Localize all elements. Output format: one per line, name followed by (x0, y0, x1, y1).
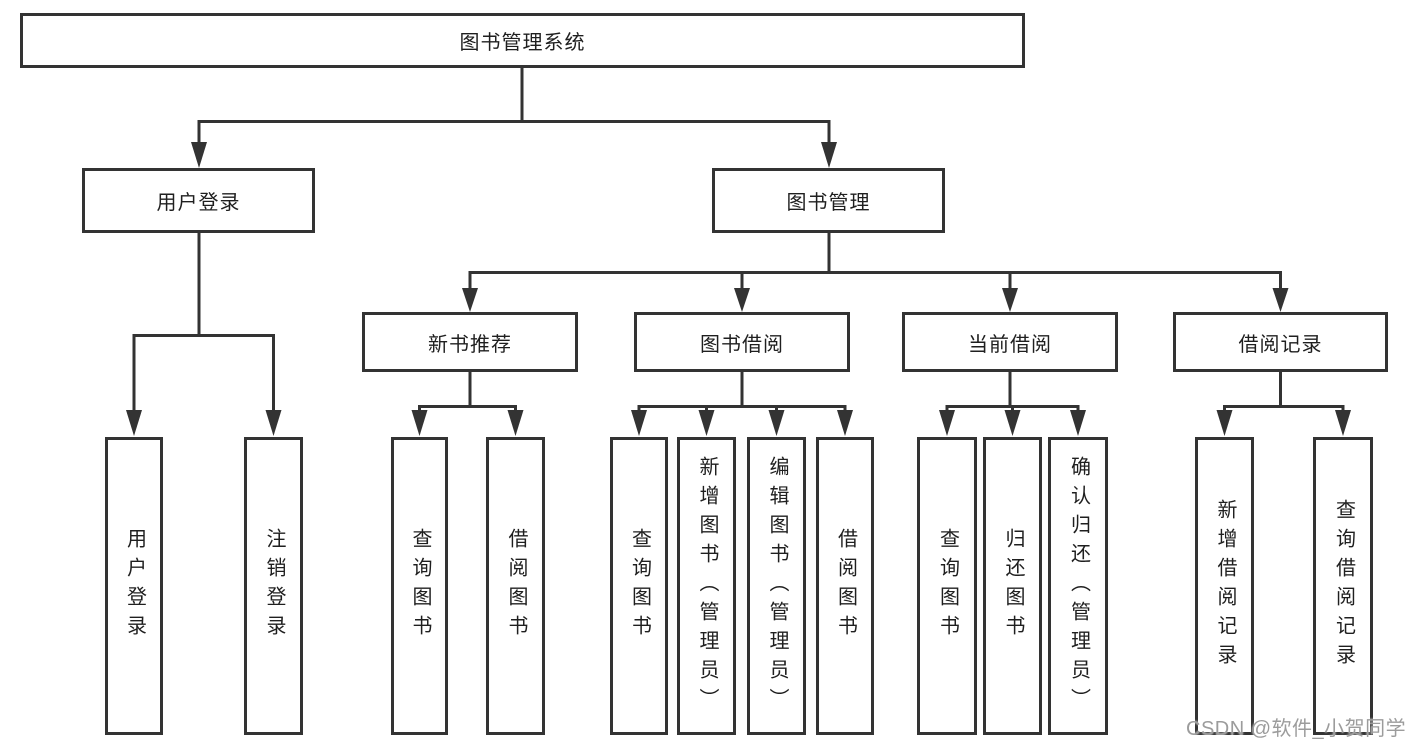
leaf-add-borrow-record: 新增借阅记录 (1195, 437, 1254, 735)
node-current-borrow: 当前借阅 (902, 312, 1118, 372)
leaf-add-book-admin-label: 新增图书（管理员） (696, 455, 718, 717)
node-root-label: 图书管理系统 (459, 32, 586, 54)
node-borrow-records: 借阅记录 (1173, 312, 1388, 372)
leaf-borrow-book: 借阅图书 (816, 437, 874, 735)
leaf-edit-book-admin-label: 编辑图书（管理员） (766, 455, 788, 717)
node-root-system: 图书管理系统 (20, 13, 1025, 68)
csdn-watermark: CSDN @软件_小贺同学 (1186, 718, 1405, 740)
leaf-add-book-admin: 新增图书（管理员） (677, 437, 736, 735)
node-book-management: 图书管理 (712, 168, 945, 233)
leaf-logout-label: 注销登录 (263, 528, 285, 644)
node-book-borrow: 图书借阅 (634, 312, 850, 372)
node-user-login: 用户登录 (82, 168, 315, 233)
node-borrow-records-label: 借阅记录 (1238, 333, 1323, 356)
node-book-borrow-label: 图书借阅 (700, 333, 784, 356)
node-new-book-recommend-label: 新书推荐 (428, 333, 512, 356)
leaf-borrow-book-recommend: 借阅图书 (486, 437, 545, 735)
leaf-borrow-book-recommend-label: 借阅图书 (505, 528, 527, 644)
leaf-query-book-borrow: 查询图书 (610, 437, 668, 735)
leaf-query-book-recommend: 查询图书 (391, 437, 448, 735)
node-book-management-label: 图书管理 (786, 192, 871, 214)
leaf-return-book-label: 归还图书 (1002, 528, 1024, 644)
leaf-add-borrow-record-label: 新增借阅记录 (1214, 499, 1236, 673)
leaf-user-login-label: 用户登录 (123, 528, 146, 644)
node-user-login-label: 用户登录 (156, 192, 241, 214)
leaf-query-borrow-record-label: 查询借阅记录 (1332, 499, 1355, 673)
node-new-book-recommend: 新书推荐 (362, 312, 578, 372)
leaf-query-borrow-record: 查询借阅记录 (1313, 437, 1373, 735)
node-current-borrow-label: 当前借阅 (968, 333, 1052, 356)
leaf-edit-book-admin: 编辑图书（管理员） (747, 437, 806, 735)
leaf-confirm-return-admin: 确认归还（管理员） (1048, 437, 1108, 735)
leaf-confirm-return-admin-label: 确认归还（管理员） (1067, 455, 1090, 717)
leaf-query-book-current-label: 查询图书 (936, 528, 959, 644)
leaf-query-book-borrow-label: 查询图书 (628, 528, 651, 644)
leaf-borrow-book-label: 借阅图书 (834, 528, 857, 644)
leaf-logout: 注销登录 (244, 437, 303, 735)
leaf-return-book: 归还图书 (983, 437, 1042, 735)
leaf-query-book-recommend-label: 查询图书 (409, 528, 431, 644)
leaf-user-login: 用户登录 (105, 437, 163, 735)
leaf-query-book-current: 查询图书 (917, 437, 977, 735)
